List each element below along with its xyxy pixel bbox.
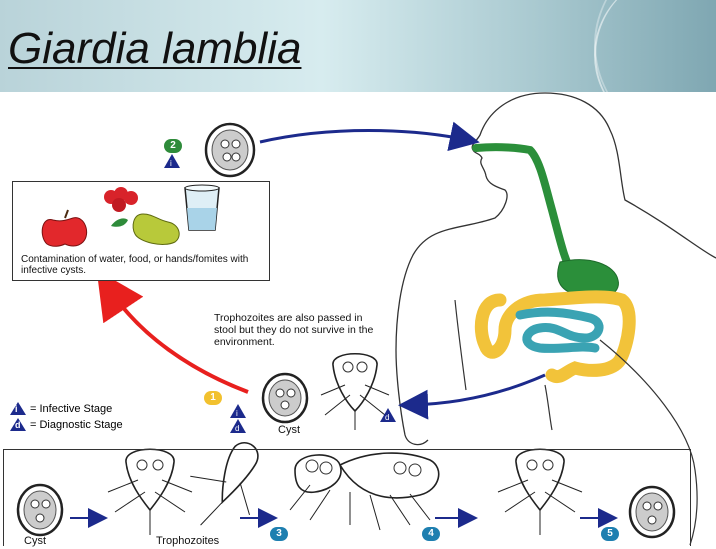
legend-infective: i = Infective Stage xyxy=(10,402,112,415)
legend-diagnostic-label: = Diagnostic Stage xyxy=(30,418,123,431)
human-arm-outline xyxy=(454,299,553,431)
cyst-illustration xyxy=(628,485,676,539)
cyst-illustration xyxy=(16,483,64,537)
cyst-illustration xyxy=(261,372,309,424)
raspberry-icon xyxy=(104,187,138,212)
excretion-arrow xyxy=(398,373,546,420)
page-title: Giardia lamblia xyxy=(8,24,302,73)
banner-swoosh xyxy=(594,0,716,92)
diagnostic-marker: d xyxy=(230,419,246,433)
contamination-panel: Contamination of water, food, or hands/f… xyxy=(12,181,270,281)
step-badge-1: 1 xyxy=(204,391,222,405)
cyst-illustration xyxy=(204,122,256,178)
infective-marker: i xyxy=(230,404,246,418)
trophozoites-bottom-label: Trophozoites xyxy=(156,535,220,547)
infective-stage-icon: i xyxy=(10,402,26,415)
title-banner: Giardia lamblia xyxy=(0,0,716,92)
stool-path-line xyxy=(599,339,698,546)
diagnostic-stage-icon: d xyxy=(10,418,26,431)
cyst-label: Cyst xyxy=(278,424,300,436)
svg-text:i: i xyxy=(236,409,238,418)
svg-text:d: d xyxy=(385,413,389,422)
trophozoite-illustration xyxy=(320,353,390,430)
step-badge-2: 2 xyxy=(164,139,182,153)
infective-marker: i xyxy=(164,154,180,168)
contamination-arrow xyxy=(96,270,249,394)
human-body-outline xyxy=(395,92,716,446)
trophozoite-illustration xyxy=(497,448,583,535)
pear-icon xyxy=(111,213,180,245)
food-water-illustration xyxy=(41,184,220,247)
dividing-trophozoites-illustration xyxy=(289,452,440,531)
step-badge-4: 4 xyxy=(422,527,440,541)
contamination-text: Contamination of water, food, or hands/f… xyxy=(21,254,249,276)
apple-icon xyxy=(41,209,88,247)
small-intestine xyxy=(515,307,604,353)
large-intestine xyxy=(474,290,636,384)
step-badge-3: 3 xyxy=(270,527,288,541)
water-glass-icon xyxy=(184,184,220,231)
legend-infective-label: = Infective Stage xyxy=(30,402,113,415)
ingestion-arrow xyxy=(259,121,480,152)
diagnostic-marker: d xyxy=(380,408,396,422)
cyst-bottom-label: Cyst xyxy=(24,535,46,547)
svg-text:d: d xyxy=(235,424,239,433)
trophozoite-illustration xyxy=(190,441,259,526)
step-badge-5: 5 xyxy=(601,527,619,541)
esophagus xyxy=(472,143,576,276)
trophozoites-note: Trophozoites are also passed in stool bu… xyxy=(214,312,374,348)
svg-text:i: i xyxy=(170,159,172,168)
legend-diagnostic: d = Diagnostic Stage xyxy=(10,418,123,431)
trophozoite-illustration xyxy=(107,448,193,535)
